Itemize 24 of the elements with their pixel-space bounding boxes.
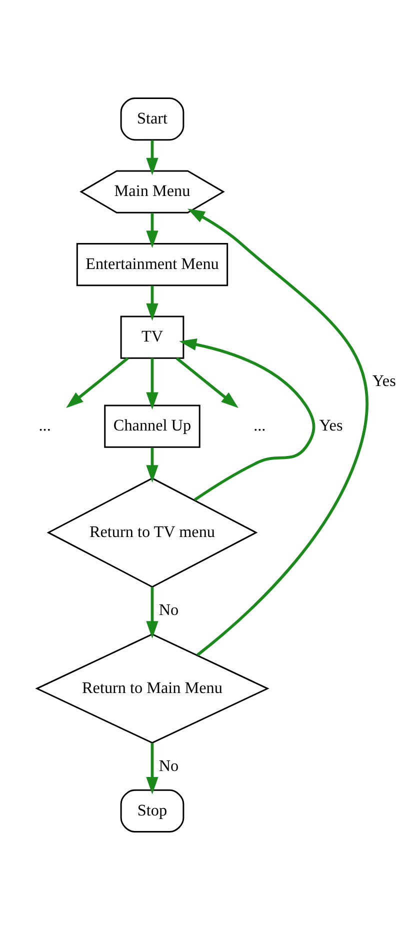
arrow	[146, 358, 158, 410]
node-box: Stop	[120, 788, 184, 832]
edge-label: Yes	[318, 417, 342, 434]
edge-label: No	[158, 601, 178, 618]
arrow	[66, 356, 128, 408]
node-box: Channel Up	[104, 404, 200, 448]
arrow	[146, 140, 158, 175]
node-text: ...	[38, 417, 50, 434]
arrow	[146, 212, 158, 248]
arrow	[146, 447, 158, 482]
node-diamond: Return to Main Menu	[34, 632, 269, 744]
arrow	[146, 586, 158, 638]
arrow	[186, 208, 368, 656]
node-box: Start	[120, 96, 184, 140]
arrow	[175, 356, 238, 408]
edge-label: Yes	[372, 372, 396, 390]
arrow	[146, 285, 158, 320]
arrow	[178, 338, 315, 501]
node-box: Entertainment Menu	[76, 242, 228, 286]
arrow	[146, 742, 158, 794]
node-text: ...	[253, 417, 266, 434]
node-box: TV	[120, 315, 184, 358]
node-diamond: Return to TV menu	[46, 476, 258, 588]
edge-label: No	[158, 757, 178, 774]
